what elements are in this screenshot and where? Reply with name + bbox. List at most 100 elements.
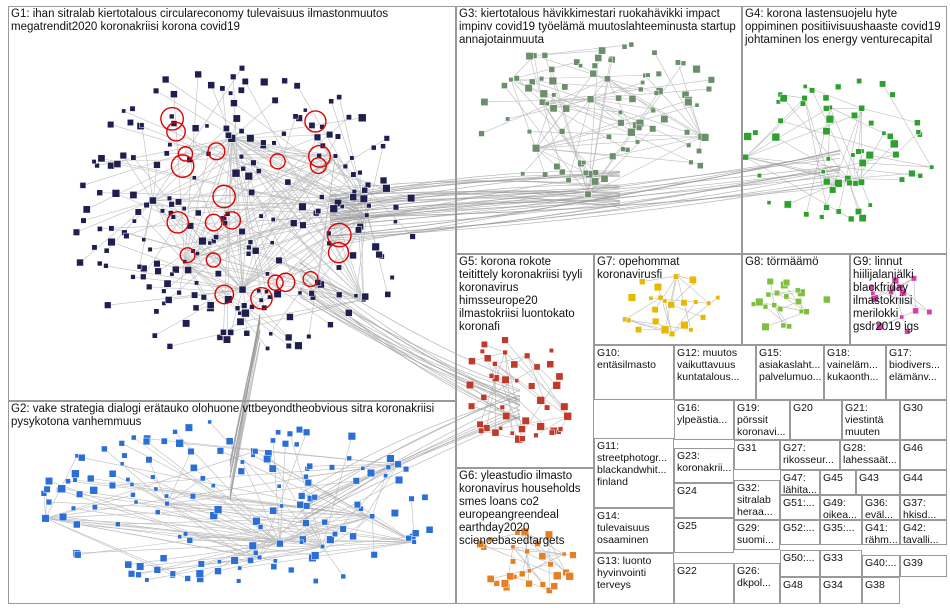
edge-g1 bbox=[245, 81, 364, 300]
node-g4 bbox=[898, 176, 905, 183]
node-g4 bbox=[858, 104, 865, 112]
node-g1 bbox=[345, 309, 353, 317]
node-g4 bbox=[823, 204, 830, 211]
node-g9 bbox=[870, 290, 876, 296]
node-g9 bbox=[899, 288, 907, 297]
edge-g3 bbox=[536, 100, 689, 149]
node-g5 bbox=[483, 354, 492, 363]
node-g2 bbox=[340, 573, 346, 580]
node-g7 bbox=[639, 278, 646, 285]
node-g1 bbox=[241, 78, 249, 85]
group-panel-g6 bbox=[456, 468, 594, 604]
node-g2 bbox=[353, 501, 361, 509]
node-g6 bbox=[500, 579, 509, 588]
node-g1 bbox=[382, 184, 391, 193]
bundle-edge bbox=[329, 158, 841, 221]
node-g1 bbox=[238, 285, 247, 294]
node-g2 bbox=[216, 447, 225, 455]
edge-g6 bbox=[524, 531, 570, 577]
node-g1 bbox=[258, 297, 264, 303]
node-g1 bbox=[349, 193, 358, 201]
node-g1 bbox=[213, 234, 219, 240]
node-g1 bbox=[332, 153, 338, 159]
edge-g1 bbox=[197, 138, 233, 254]
node-g1 bbox=[163, 279, 172, 288]
group-label-g7: G7: opehommat koronavirusfi bbox=[597, 256, 683, 281]
edge-g4 bbox=[895, 131, 919, 155]
node-g4 bbox=[823, 105, 830, 112]
edge-g1 bbox=[184, 74, 199, 262]
group-panel-g4 bbox=[742, 6, 947, 254]
node-g2 bbox=[256, 554, 263, 560]
node-g9 bbox=[910, 275, 917, 282]
node-g3 bbox=[525, 52, 534, 61]
group-label-g50: G50:... bbox=[783, 552, 815, 564]
node-g9 bbox=[868, 284, 875, 291]
edge-g1 bbox=[321, 196, 364, 300]
group-label-g51: G51:... bbox=[783, 497, 815, 509]
node-g3 bbox=[584, 190, 592, 198]
edge-g2 bbox=[166, 451, 192, 504]
edge-g3 bbox=[481, 78, 608, 134]
edge-g3 bbox=[535, 94, 555, 149]
node-g4 bbox=[881, 130, 887, 136]
node-g1 bbox=[238, 65, 246, 72]
node-g1 bbox=[349, 155, 355, 161]
edge-g4 bbox=[882, 83, 932, 168]
node-g7 bbox=[667, 301, 675, 309]
node-g2 bbox=[183, 531, 189, 537]
edge-g2 bbox=[312, 516, 373, 559]
self-loop bbox=[250, 286, 273, 310]
node-g4 bbox=[771, 132, 781, 142]
group-label-g24: G24 bbox=[677, 485, 697, 497]
node-g4 bbox=[856, 78, 863, 84]
group-panel-g15 bbox=[756, 345, 824, 400]
node-g6 bbox=[518, 570, 526, 578]
node-g3 bbox=[594, 54, 603, 62]
node-g2 bbox=[303, 473, 309, 480]
node-g1 bbox=[389, 274, 395, 280]
node-g6 bbox=[510, 544, 516, 550]
bundle-edge bbox=[299, 289, 521, 420]
node-g1 bbox=[271, 96, 279, 104]
group-label-g8: G8: törmäämö bbox=[745, 256, 819, 268]
node-g4 bbox=[823, 177, 831, 186]
edge-g2 bbox=[167, 480, 357, 504]
edge-g1 bbox=[223, 138, 233, 220]
group-panel-g11 bbox=[594, 438, 674, 508]
edge-g2 bbox=[305, 463, 399, 477]
node-g8 bbox=[765, 291, 772, 298]
node-g1 bbox=[247, 239, 254, 245]
node-g2 bbox=[328, 464, 335, 471]
edge-g3 bbox=[536, 136, 609, 149]
node-g2 bbox=[369, 513, 375, 520]
node-g1 bbox=[232, 114, 241, 123]
node-g4 bbox=[819, 214, 825, 220]
group-label-g29: G29: suomi... bbox=[737, 522, 774, 546]
group-label-g16: G16: ylpeästia... bbox=[677, 402, 728, 426]
edge-g2 bbox=[45, 518, 302, 543]
node-g9 bbox=[904, 328, 911, 335]
edge-g1 bbox=[152, 200, 331, 325]
group-panel-g7 bbox=[594, 254, 742, 345]
node-g3 bbox=[694, 102, 700, 108]
node-g2 bbox=[184, 423, 193, 432]
edge-g5 bbox=[481, 430, 519, 440]
group-label-g45: G45 bbox=[823, 472, 843, 484]
node-g5 bbox=[492, 361, 498, 367]
node-g4 bbox=[892, 151, 900, 159]
node-g1 bbox=[94, 162, 100, 169]
node-g1 bbox=[357, 113, 367, 123]
node-g1 bbox=[230, 73, 237, 80]
group-label-g42: G42: tavalli... bbox=[903, 522, 939, 546]
node-g4 bbox=[825, 156, 831, 162]
edge-g1 bbox=[242, 116, 296, 290]
edge-g2 bbox=[121, 443, 323, 547]
group-label-g44: G44 bbox=[903, 472, 923, 484]
bundle-edge bbox=[299, 288, 521, 406]
edge-g1 bbox=[189, 138, 232, 161]
node-g3 bbox=[628, 41, 635, 48]
edge-g1 bbox=[242, 176, 250, 290]
bundle-edge bbox=[299, 415, 521, 509]
node-g1 bbox=[131, 218, 137, 224]
